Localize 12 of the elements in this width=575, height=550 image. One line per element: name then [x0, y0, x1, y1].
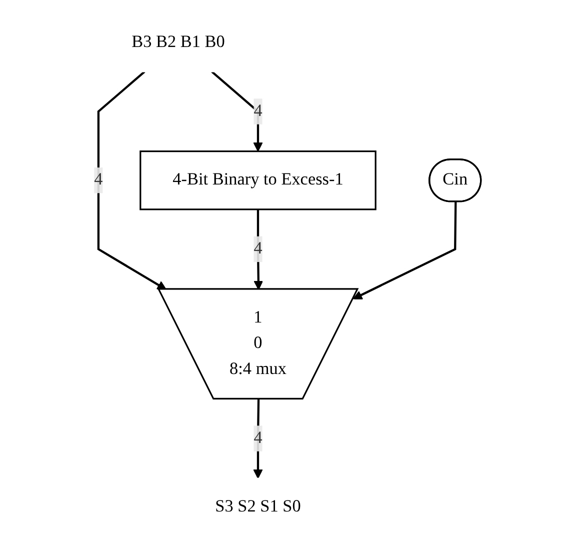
node-text: B3 B2 B1 B0: [132, 32, 225, 52]
arrow: [211, 70, 263, 152]
node-text: S3 S2 S1 S0: [215, 498, 301, 516]
node-box: 4-Bit Binary to Excess-1: [140, 150, 376, 210]
arrow: [253, 399, 263, 479]
edge-label: 4: [254, 102, 262, 120]
arrow: [352, 202, 457, 300]
edge-label: 4: [254, 428, 262, 448]
arrow: [254, 209, 264, 290]
edge-label: 4: [254, 240, 262, 258]
edge-label: 4: [94, 170, 103, 189]
arrow: [97, 70, 166, 290]
